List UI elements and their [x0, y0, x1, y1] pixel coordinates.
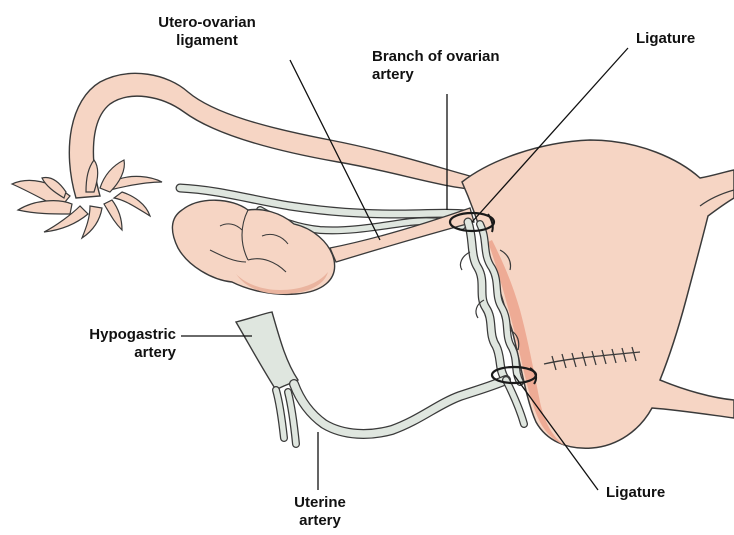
label-utero-ovarian-ligament: Utero-ovarian ligament: [118, 14, 296, 50]
label-hypogastric-artery: Hypogastric artery: [40, 326, 176, 362]
uterine-artery: [294, 380, 524, 434]
ovary: [172, 200, 334, 294]
hypogastric-artery: [236, 312, 298, 444]
label-ligature-bottom: Ligature: [606, 484, 665, 502]
label-uterine-artery: Uterine artery: [280, 494, 360, 530]
label-ligature-top: Ligature: [636, 30, 695, 48]
uterus: [462, 140, 734, 448]
label-branch-of-ovarian-artery: Branch of ovarian artery: [372, 48, 500, 84]
